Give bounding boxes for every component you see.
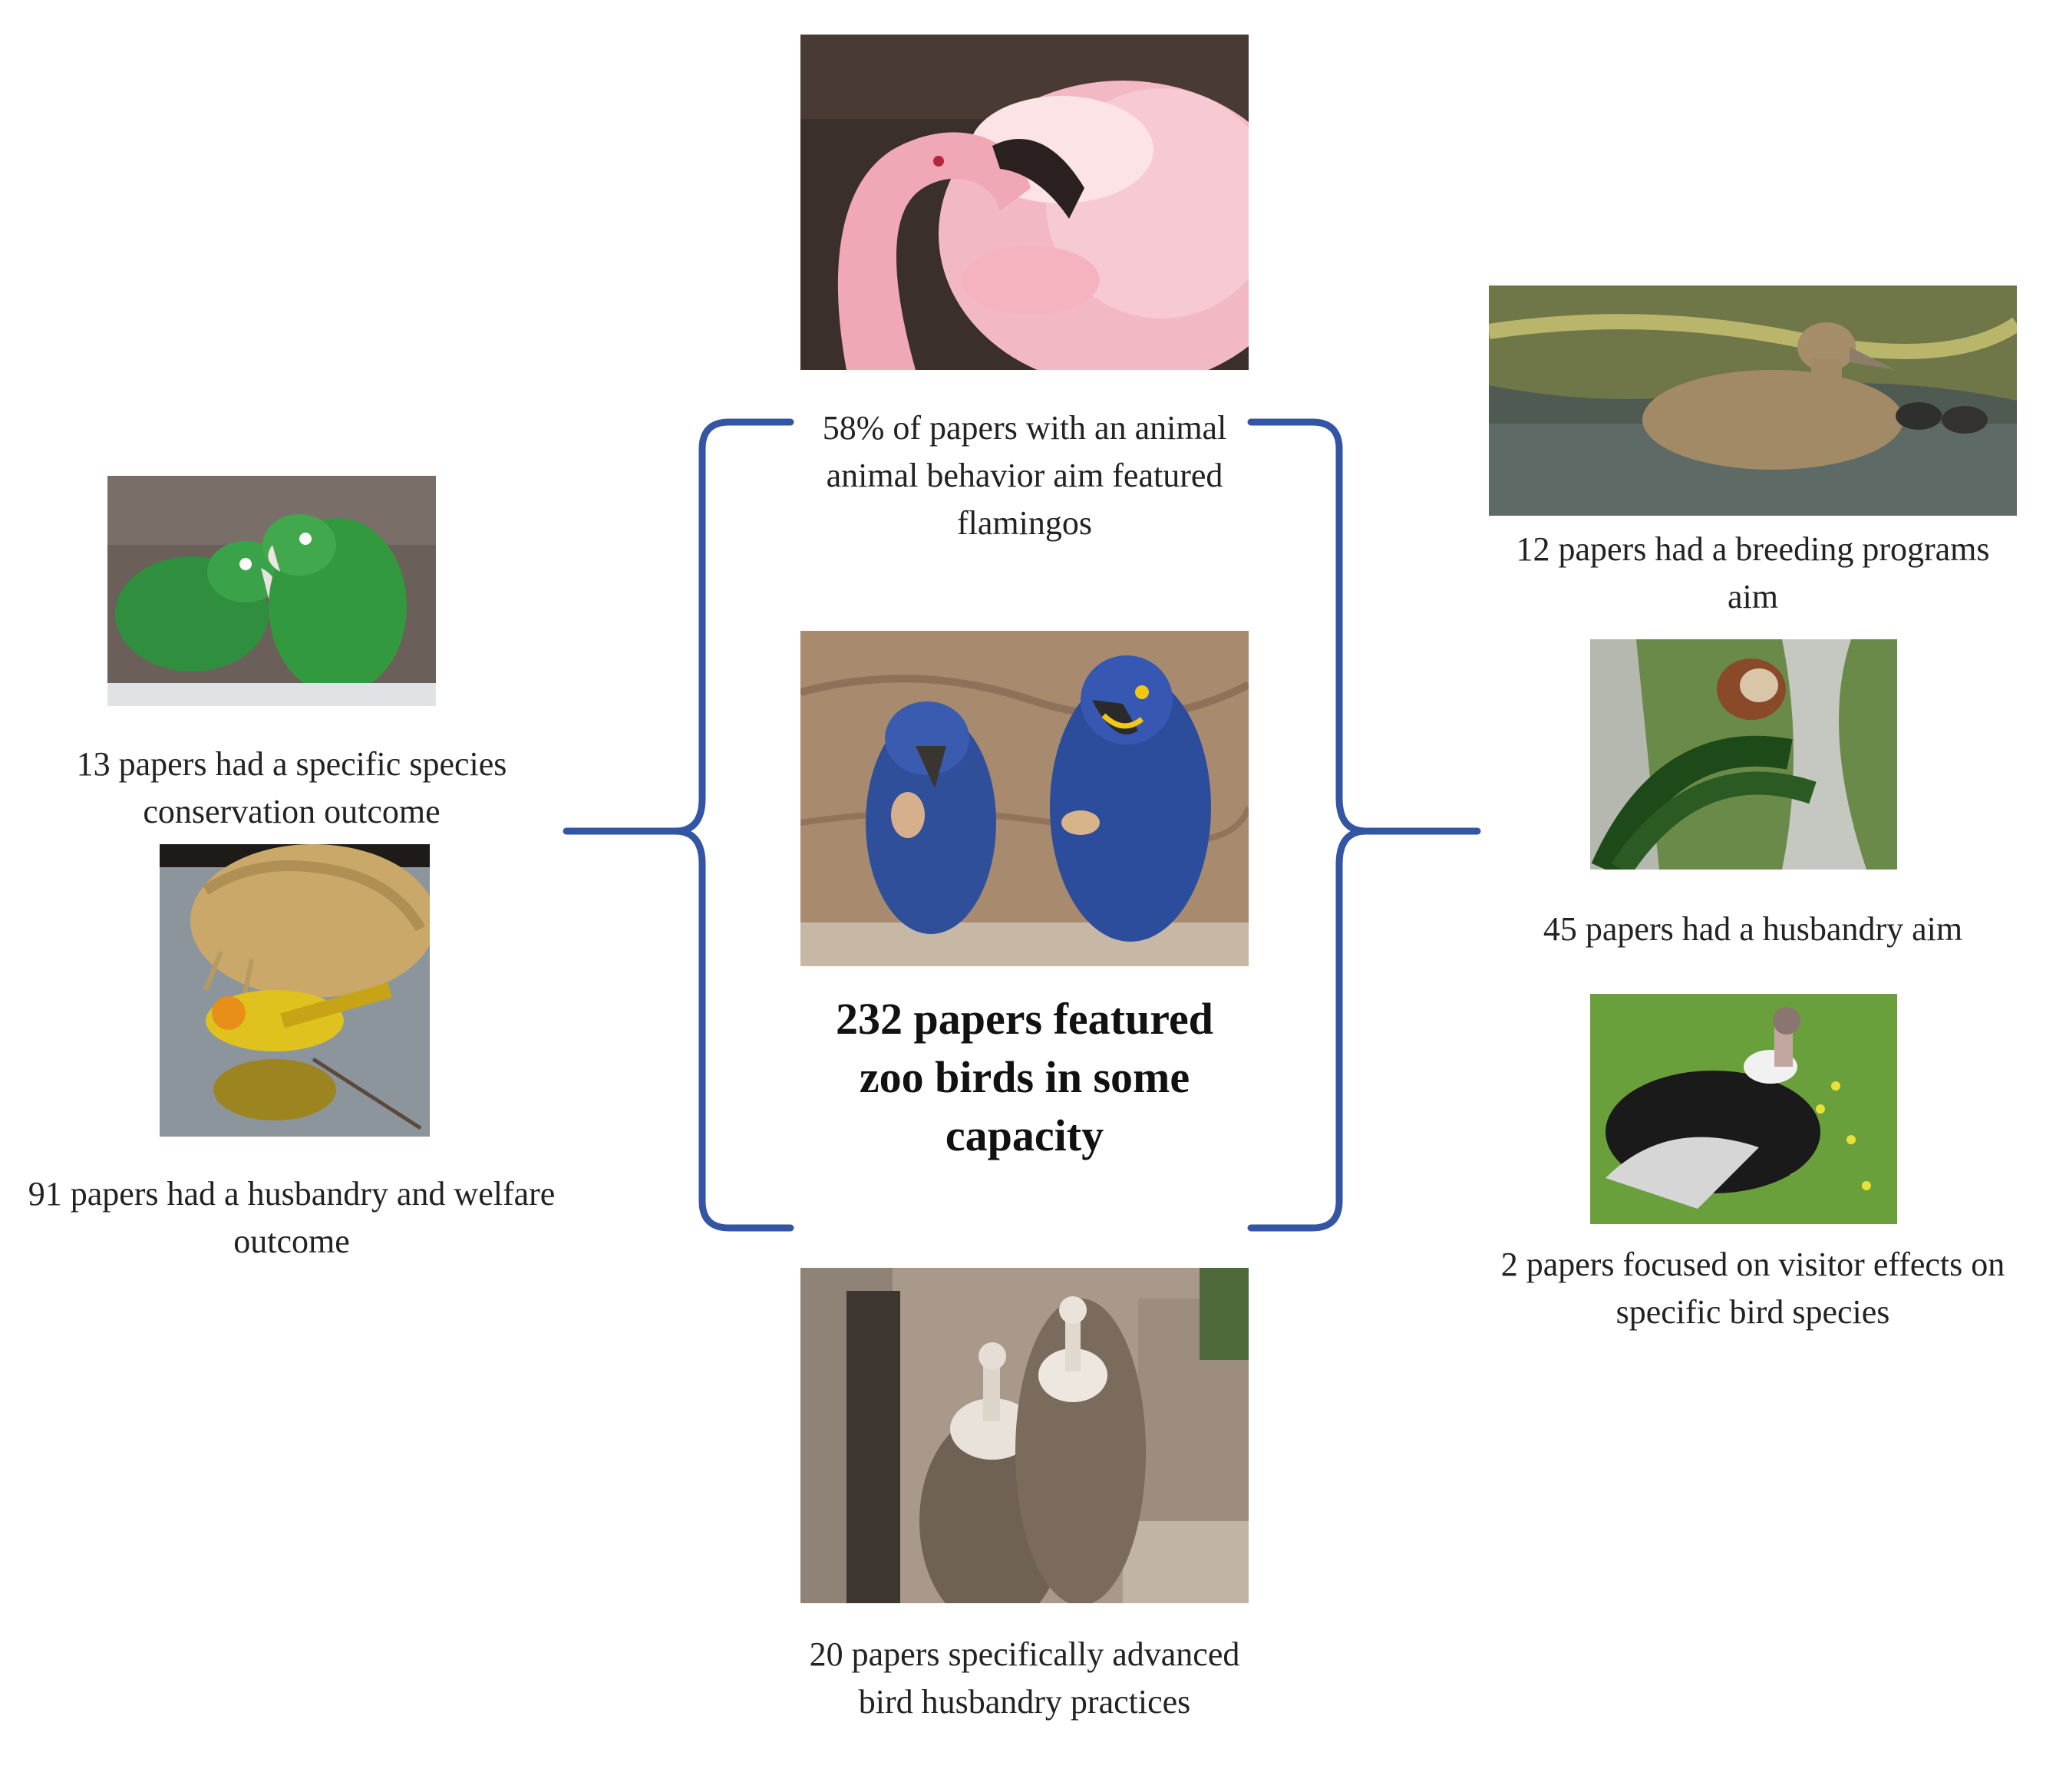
left-caption-1: 13 papers had a specific species conserv… (76, 745, 507, 830)
left-curly-brace (563, 418, 794, 1232)
andean-condor-photo (1590, 994, 1897, 1224)
griffon-vultures-photo (800, 1268, 1249, 1603)
duck-with-ducklings-photo (1489, 285, 2017, 516)
left-caption-2: 91 papers had a husbandry and welfare ou… (28, 1175, 556, 1260)
flamingo-photo (800, 35, 1249, 370)
top-caption: 58% of papers with an animal animal beha… (822, 409, 1227, 542)
bird-nest-material-photo (1590, 639, 1897, 870)
right-curly-brace (1247, 418, 1481, 1232)
green-parrots-photo (107, 476, 436, 706)
right-caption-2: 45 papers had a husbandry aim (1543, 910, 1963, 948)
weaver-bird-nest-photo (160, 844, 430, 1137)
right-caption-1: 12 papers had a breeding programs aim (1516, 530, 1990, 615)
bottom-caption: 20 papers specifically advanced bird hus… (809, 1635, 1240, 1721)
center-headline: 232 papers featured zoo birds in some ca… (836, 994, 1213, 1160)
right-caption-3: 2 papers focused on visitor effects on s… (1500, 1246, 2005, 1331)
hyacinth-macaws-photo (800, 631, 1249, 966)
